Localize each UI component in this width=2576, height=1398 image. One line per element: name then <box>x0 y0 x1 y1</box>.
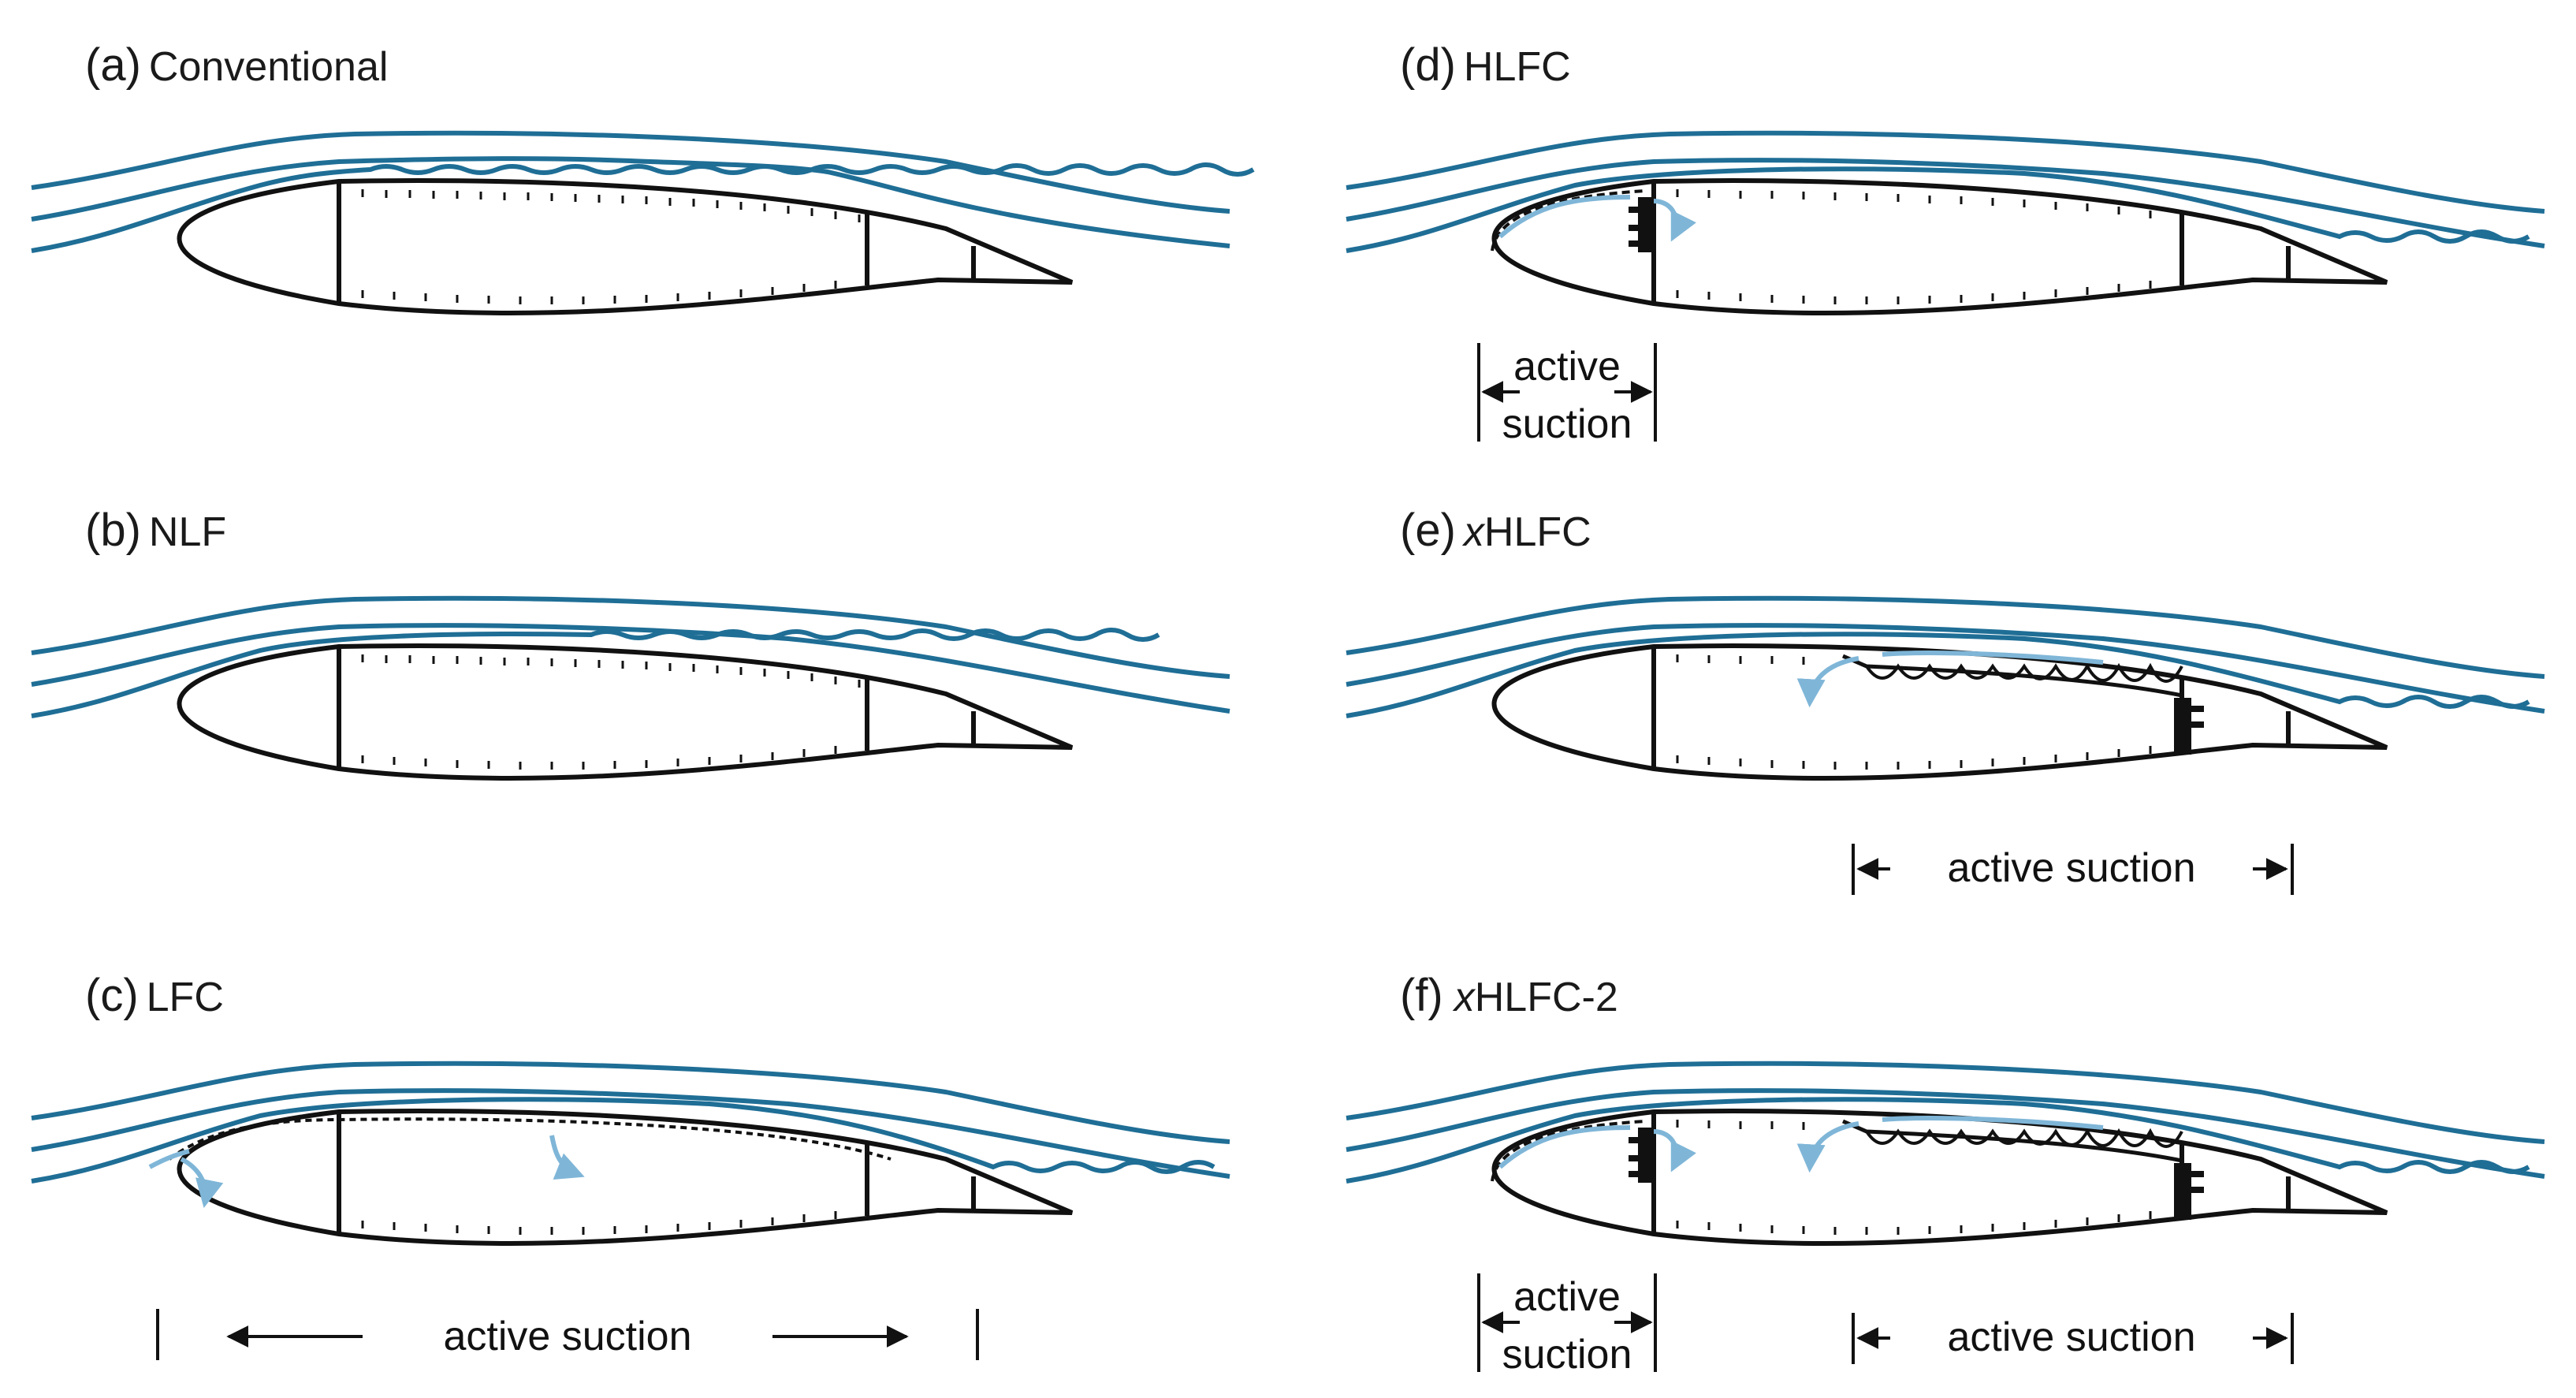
suction-arrow-leading-edge <box>180 1157 224 1209</box>
panel-c: (c)LFC active suction <box>31 970 1230 1360</box>
active-suction-dimension-leading: active suction <box>1477 1273 1657 1377</box>
panel-b-label: (b)NLF <box>85 505 226 556</box>
suction-label: suction <box>1502 401 1632 447</box>
panel-e: (e)xHLFC <box>1346 505 2545 895</box>
airfoil-outline <box>177 643 1074 781</box>
airfoil-outline <box>177 178 1074 316</box>
stringers <box>361 189 861 304</box>
panel-f: (f)xHLFC-2 <box>1346 970 2545 1377</box>
suction-pump <box>1629 197 1654 252</box>
active-suction-dimension: active suction <box>156 1309 979 1360</box>
panel-e-label: (e)xHLFC <box>1400 505 1591 556</box>
suction-pump <box>2174 698 2204 755</box>
suction-flow-arrows <box>148 1135 585 1209</box>
suction-arrow-exit <box>1653 199 1696 242</box>
suction-flow-arrows <box>1796 651 2104 708</box>
active-label: active <box>1513 344 1621 390</box>
streamline-inner-turbulent <box>31 162 1255 253</box>
stringers <box>1676 189 2152 304</box>
active-suction-label: active suction <box>443 1314 691 1359</box>
streamlines <box>1346 130 2545 253</box>
streamlines <box>31 595 1230 718</box>
suction-arrow-mid <box>549 1135 585 1180</box>
active-label: active <box>1513 1274 1621 1320</box>
panel-a: (a)Conventional <box>31 39 1255 316</box>
suction-flow-arrows <box>1498 195 1696 242</box>
panel-d: (d)HLFC <box>1346 39 2545 447</box>
airfoil <box>1491 643 2388 781</box>
streamlines <box>31 130 1255 253</box>
stringers <box>1676 654 2152 770</box>
streamlines <box>1346 1061 2545 1184</box>
suction-chamber-waves <box>1865 662 2183 683</box>
active-suction-dimension: active suction <box>1477 343 1657 447</box>
streamline-inner-transition <box>31 628 1160 718</box>
stringers <box>361 654 861 770</box>
streamline-outer <box>31 595 1230 679</box>
stringers <box>361 1211 837 1235</box>
suction-pumps <box>1629 1128 2204 1220</box>
panel-b: (b)NLF <box>31 505 1230 781</box>
airfoil <box>177 643 1074 781</box>
active-suction-dimension-aft: active suction <box>1852 1313 2294 1364</box>
suction-flow-arrows <box>1498 1116 2104 1173</box>
suction-chamber-waves <box>1865 1128 2183 1148</box>
airfoil <box>177 178 1074 316</box>
leading-edge-suction-skin <box>1491 1120 1647 1182</box>
active-suction-label: active suction <box>1947 845 2195 891</box>
airfoil <box>168 1109 1074 1247</box>
suction-arrow-inlet <box>1796 656 1859 708</box>
panel-a-label: (a)Conventional <box>85 39 388 91</box>
panel-c-label: (c)LFC <box>85 970 224 1021</box>
streamline-middle <box>31 623 1230 714</box>
airfoil <box>1491 1109 2388 1247</box>
suction-label: suction <box>1502 1332 1632 1377</box>
panel-d-label: (d)HLFC <box>1400 39 1571 91</box>
streamline-middle <box>31 156 1230 248</box>
streamlines <box>1346 595 2545 718</box>
airfoil <box>1491 178 2388 316</box>
active-suction-label: active suction <box>1947 1314 2195 1360</box>
stringers <box>1676 1120 2152 1235</box>
streamline-outer <box>31 130 1230 214</box>
panel-f-label: (f)xHLFC-2 <box>1400 970 1618 1021</box>
active-suction-dimension: active suction <box>1852 844 2294 895</box>
streamlines <box>31 1061 1230 1184</box>
suction-skin <box>168 1117 892 1161</box>
leading-edge-suction-skin <box>1491 189 1647 252</box>
